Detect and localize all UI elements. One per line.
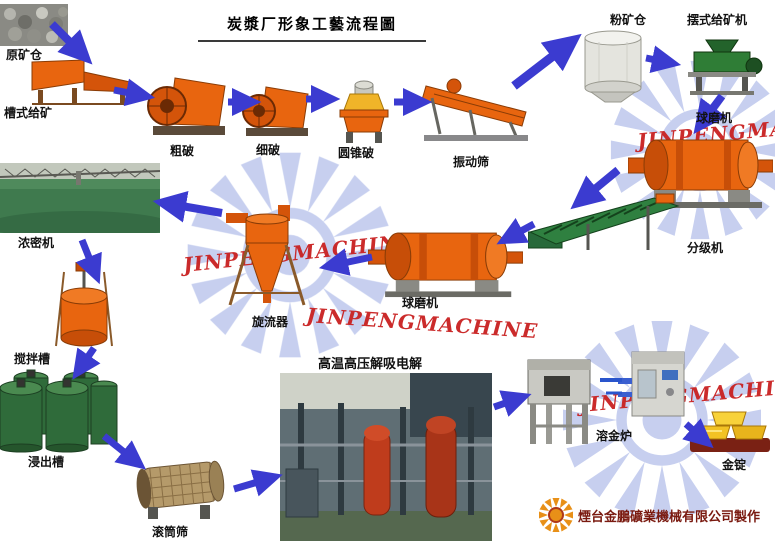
ball-mill-right-graphic <box>628 139 773 208</box>
classifier-graphic <box>528 193 680 250</box>
gold-ingots-graphic <box>690 411 770 452</box>
ball-mill-right-label: 球磨机 <box>696 111 733 125</box>
company-logo-icon <box>536 494 576 536</box>
fine-ore-bin-label: 粉矿仓 <box>610 13 647 27</box>
pendulum-feeder-graphic <box>688 39 763 95</box>
cone-crusher-graphic <box>339 80 389 143</box>
leaching-tank-label: 浸出槽 <box>28 455 65 469</box>
trommel-screen-label: 滚筒筛 <box>152 525 189 539</box>
classifier-label: 分级机 <box>687 241 724 255</box>
gold-smelting-furnace-label: 溶金炉 <box>596 429 633 443</box>
ball-mill-center-label: 球磨机 <box>402 296 439 310</box>
trough-feeder-label: 槽式给矿 <box>4 106 53 120</box>
pendulum-feeder-label: 摆式给矿机 <box>687 13 748 27</box>
trough-feeder-graphic <box>31 59 131 105</box>
ball-mill-center-graphic <box>368 232 523 298</box>
desorption-electrolysis-photo <box>280 373 492 541</box>
electrolysis-cabinet-graphic <box>618 351 685 417</box>
coarse-crusher-label: 粗破 <box>170 144 195 158</box>
hydrocyclone-graphic <box>226 205 306 306</box>
leaching-tanks-graphic <box>0 369 118 453</box>
agitation-tank-label: 搅拌槽 <box>14 352 51 366</box>
thickener-label: 浓密机 <box>18 236 55 250</box>
fine-ore-silo-graphic <box>584 30 642 103</box>
gold-ingot-label: 金锭 <box>722 458 747 472</box>
desorption-electrolysis-label: 高温高压解吸电解 <box>318 356 423 371</box>
company-credit: 煙台金鵬礦業機械有限公司製作 <box>578 509 761 524</box>
vibrating-screen-graphic <box>421 78 528 141</box>
fine-crusher-label: 细破 <box>256 143 281 157</box>
fine-crusher-graphic <box>242 86 309 136</box>
thickener-photo <box>0 163 160 233</box>
coarse-crusher-graphic <box>147 77 226 135</box>
raw-ore-photo <box>0 4 68 46</box>
agitation-tank-graphic <box>55 262 113 347</box>
gold-smelting-furnace-graphic <box>527 359 591 444</box>
trommel-screen-graphic <box>136 460 225 519</box>
cone-crusher-label: 圆锥破 <box>338 146 375 160</box>
raw-ore-bin-label: 原矿仓 <box>6 48 43 62</box>
vibrating-screen-label: 振动筛 <box>453 155 490 169</box>
diagram-title: 炭漿厂形象工藝流程圖 <box>198 13 426 42</box>
hydrocyclone-label: 旋流器 <box>252 315 289 329</box>
